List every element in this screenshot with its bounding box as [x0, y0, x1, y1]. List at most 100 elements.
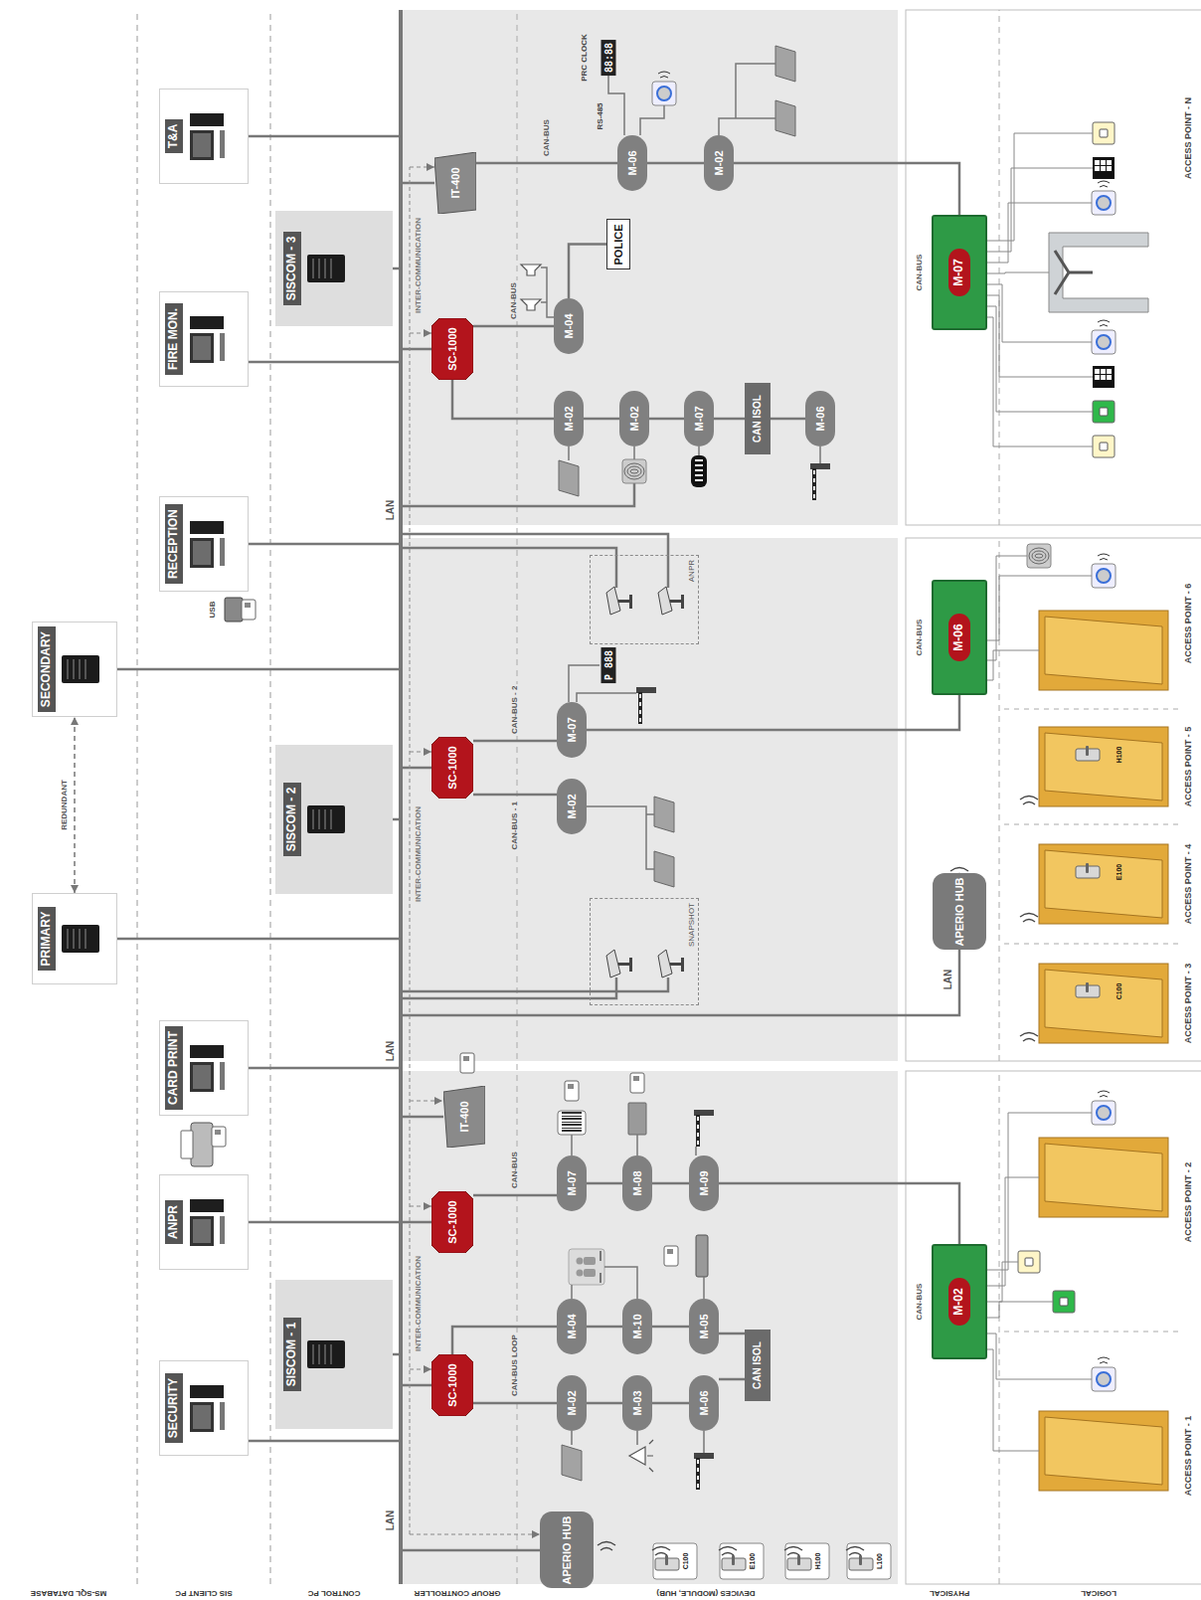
wire	[586, 806, 655, 869]
row-separator	[999, 1070, 1001, 1584]
reader-ring	[1096, 195, 1111, 210]
row-title: MS-SQL DATABASE	[30, 1588, 107, 1598]
lan-wire	[400, 533, 669, 588]
server-bay	[324, 258, 327, 279]
server-case	[307, 805, 345, 834]
barcode-bar	[561, 1121, 582, 1123]
layout-group	[117, 9, 1179, 1584]
card-icon	[241, 599, 256, 620]
flow-arrow	[599, 1250, 602, 1283]
qr-cell	[1094, 374, 1100, 380]
database-server: SECONDARY	[31, 621, 118, 717]
camera-group: ANPR	[589, 554, 699, 645]
qr-cell	[1106, 160, 1112, 166]
screen	[192, 133, 211, 158]
door-leaf	[1044, 732, 1163, 801]
server-bay	[312, 258, 315, 279]
wire	[702, 1430, 705, 1453]
monitor	[189, 130, 214, 161]
node-label: M-03	[631, 1389, 645, 1415]
wire	[540, 301, 547, 304]
beacon-rays	[647, 1439, 654, 1472]
pc-icon	[187, 518, 232, 569]
qr-cell	[1100, 374, 1106, 380]
wireless-lock-box	[785, 1543, 830, 1579]
beacon-icon	[629, 1446, 646, 1465]
client-pc: T&A	[159, 88, 249, 184]
wire	[697, 446, 700, 456]
card-photo	[463, 1055, 470, 1061]
card-icon	[211, 1126, 226, 1147]
server-bay	[84, 659, 87, 680]
lan-wire	[392, 267, 401, 271]
barcode-bar	[561, 1129, 582, 1132]
reader-device	[695, 1234, 708, 1277]
server-bay	[72, 659, 75, 680]
wire	[819, 446, 822, 464]
bus-label: CAN-BUS	[509, 280, 519, 322]
wire	[987, 1333, 1092, 1379]
intercom-arrow	[409, 1100, 443, 1102]
wire	[640, 105, 665, 136]
keyboard	[219, 1215, 225, 1244]
lock-handle	[731, 1554, 735, 1565]
camera-pole	[618, 599, 631, 603]
lock-handle	[665, 1554, 669, 1565]
pc-icon	[187, 1197, 232, 1247]
printer-paper	[180, 1130, 193, 1159]
control-pc: SISCOM - 2	[275, 744, 393, 894]
lan-wire	[392, 818, 401, 822]
server-bay	[78, 659, 81, 680]
wireless-icon	[1020, 913, 1038, 923]
node-label: M-06	[626, 150, 640, 175]
screen	[192, 540, 211, 565]
control-pc: SISCOM - 1	[275, 1279, 393, 1429]
node-label: RECEPTION	[165, 504, 183, 584]
can-bus-line	[452, 379, 554, 419]
door-icon	[558, 460, 579, 497]
button-face	[1059, 1297, 1068, 1306]
qr-icon	[1092, 157, 1115, 179]
access-panel	[905, 537, 1201, 1061]
lan-wire	[248, 542, 401, 546]
server-bay	[330, 258, 333, 279]
shape-fill	[434, 152, 477, 214]
group-controller: SC-1000	[431, 318, 474, 380]
button-face	[1025, 1257, 1033, 1266]
server-bay	[66, 928, 69, 949]
client-pc: CARD PRINT	[159, 1020, 249, 1116]
button-icon	[1052, 1290, 1075, 1313]
node-label: M-09	[697, 1170, 711, 1196]
turnstile-icon	[1048, 232, 1149, 313]
button-face	[1099, 442, 1108, 451]
node-label: SISCOM - 3	[283, 231, 302, 307]
module-pill: M-02	[619, 390, 650, 447]
terminal-controller: IT-400	[434, 152, 477, 214]
access-point-label: ACCESS POINT - N	[1184, 97, 1195, 179]
aperio-hub: APERIO HUB	[932, 873, 987, 951]
node-label: M-02	[562, 405, 576, 431]
can-bus-line	[473, 793, 557, 797]
wire	[604, 1266, 638, 1299]
server-icon	[60, 654, 101, 685]
door-frame	[1038, 1410, 1169, 1491]
button-face	[1099, 129, 1108, 138]
fingerprint-ridge	[1031, 550, 1046, 561]
camera-pole	[618, 962, 631, 966]
bus-label: REDUNDANT	[59, 777, 70, 833]
can-bus-line	[586, 1325, 623, 1329]
can-bus-line	[718, 1377, 745, 1381]
aperio-hub: APERIO HUB	[539, 1512, 594, 1589]
can-bus-line	[473, 739, 557, 743]
lan-wire	[400, 977, 617, 999]
pc-icon	[187, 1382, 232, 1433]
module-pill: M-07	[684, 390, 714, 447]
node-label: M-04	[562, 313, 576, 339]
node-label: M-08	[631, 1170, 645, 1196]
usb-reader	[224, 597, 243, 622]
node-label: IT-400	[449, 167, 463, 198]
row-separator	[999, 9, 1001, 525]
tower	[189, 520, 224, 534]
module-pill: M-04	[556, 1298, 587, 1355]
